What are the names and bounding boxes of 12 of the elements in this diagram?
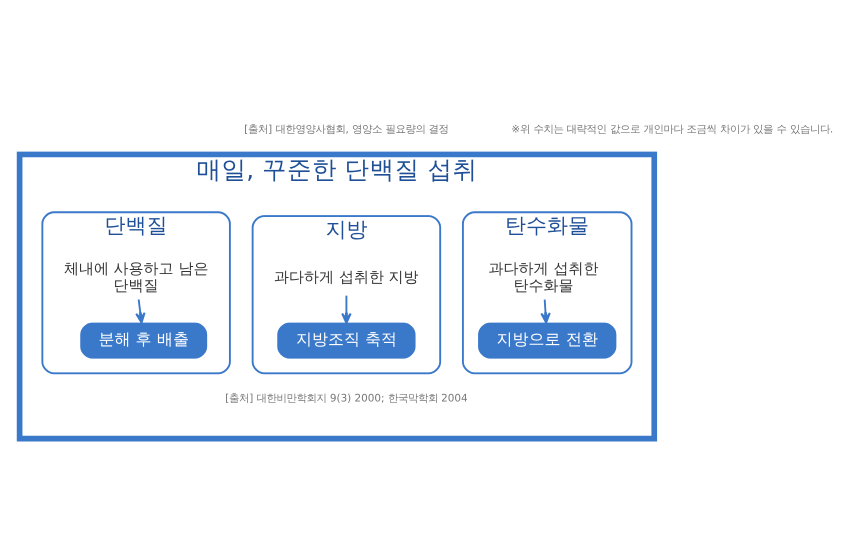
- node-box: 분해 후 배출: [80, 322, 208, 358]
- node-box: 지방으로 전환: [478, 322, 616, 358]
- node-text: 과다하게 섭취한 탄수화물: [488, 259, 598, 294]
- label: [출처] 대한영양사협회, 영양소 필요량의 결정: [244, 122, 449, 135]
- arrow: [540, 298, 551, 324]
- node-text: 과다하게 섭취한 지방: [274, 268, 419, 286]
- node-box: 지방조직 축적: [277, 322, 416, 358]
- label: ※위 수치는 대략적인 값으로 개인마다 조금씩 차이가 있을 수 있습니다.: [511, 122, 834, 135]
- label: [출처] 대한비만학회지 9(3) 2000; 한국막학회 2004: [225, 392, 468, 404]
- arrow: [341, 295, 352, 324]
- node-text: 체내에 사용하고 남은 단백질: [64, 259, 208, 294]
- arrow: [135, 298, 146, 324]
